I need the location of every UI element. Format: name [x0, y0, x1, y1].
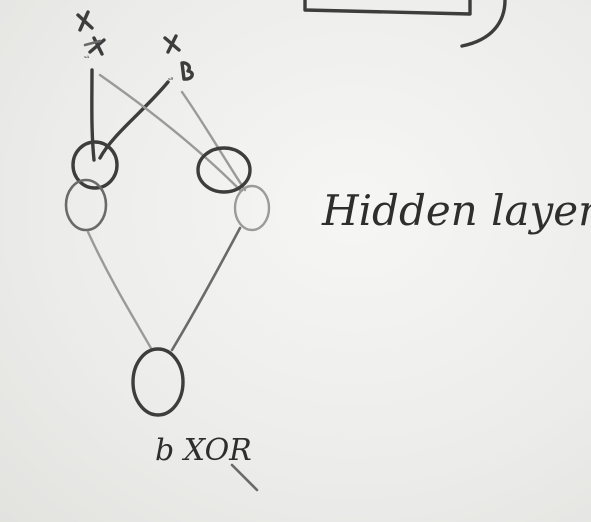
hidden-neuron-2: [196, 146, 271, 232]
svg-text:xB: xB: [168, 76, 173, 81]
svg-text:xA: xA: [84, 54, 89, 59]
input-label-xb: xB: [163, 34, 194, 81]
hidden-neuron-1: [64, 140, 119, 232]
edge-xa-h1: [90, 68, 96, 162]
edge-h2-out: [170, 226, 242, 352]
output-label: b XOR: [155, 433, 252, 468]
hidden-layer-label: Hidden layer: [321, 186, 591, 235]
edge-h1-out: [86, 230, 154, 352]
partial-box-shape: [303, 0, 507, 48]
edge-xb-h2: [180, 90, 247, 192]
edge-xa-h2: [98, 73, 242, 192]
connections-input-hidden: [90, 68, 247, 192]
edge-xb-h1: [98, 80, 170, 160]
output-label-tail: [230, 463, 259, 492]
input-label-xa: xA: [76, 10, 106, 59]
connections-hidden-output: [86, 226, 242, 352]
output-neuron: [131, 347, 185, 417]
